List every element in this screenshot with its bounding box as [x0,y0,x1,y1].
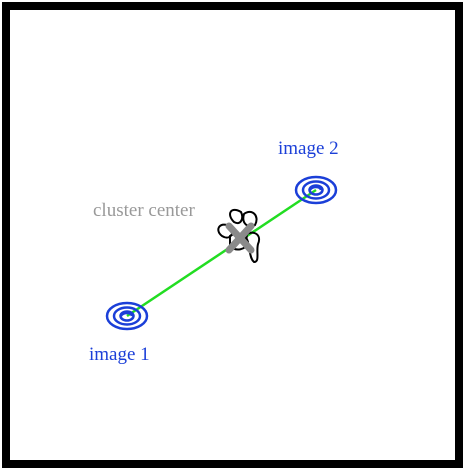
connector-line [126,188,317,318]
cluster-center-x-icon [225,222,255,254]
image1-label: image 1 [89,344,150,365]
image2-label: image 2 [278,138,339,159]
image2-spiral-icon [294,175,338,205]
cluster-center-label: cluster center [93,200,195,221]
image1-spiral-icon [105,301,149,331]
